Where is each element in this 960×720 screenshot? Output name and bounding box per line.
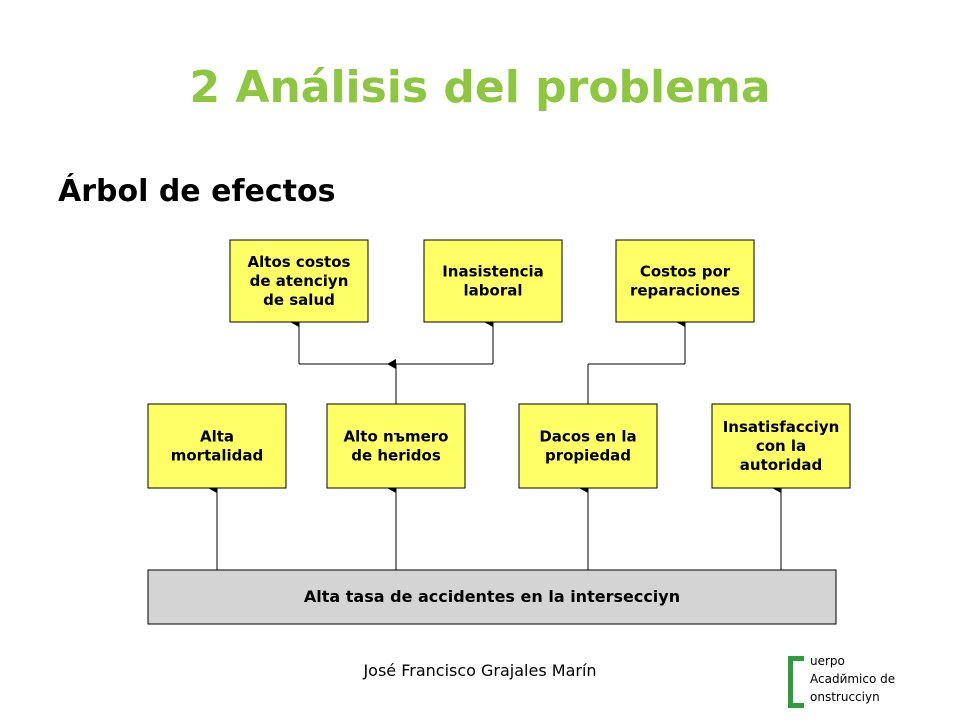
effect-mid-4-box [711, 403, 851, 489]
effect-top-2-label-line: Inasistencia [442, 263, 544, 281]
institution-logo: uerpo Acadйmico de onstrucciyn [788, 654, 908, 714]
effect-top-1-label-line: Altos costos [248, 253, 351, 271]
logo-line-1: uerpo [810, 654, 845, 668]
effect-top-2-box [423, 239, 563, 323]
slide-subtitle: Árbol de efectos [58, 174, 336, 209]
effect-top-1-label-line: de salud [263, 291, 335, 309]
effect-top-1-box [229, 239, 369, 323]
effect-top-3-box [615, 239, 755, 323]
effect-mid-3-box [518, 403, 658, 489]
effect-top-3-label-line: Costos por [640, 263, 731, 281]
effect-mid-1-label-line: Alta [200, 428, 234, 446]
root-problem-box [147, 569, 837, 625]
effect-top-3-label-line: reparaciones [630, 282, 740, 300]
slide-title: 2 Análisis del problema [189, 62, 771, 113]
effect-top-1-label-line: de atenciyn [250, 272, 349, 290]
logo-line-2: Acadйmico de [810, 672, 896, 686]
effect-mid-1-box [147, 403, 287, 489]
effect-top-2-label-line: laboral [464, 282, 523, 300]
connectors [208, 317, 782, 570]
logo-line-3: onstrucciyn [810, 690, 880, 704]
effect-mid-4-label-line: Insatisfacciyn [723, 418, 840, 436]
effect-mid-1-label-line: mortalidad [171, 447, 264, 465]
effect-mid-2-box [326, 403, 466, 489]
root-problem: Alta tasa de accidentes en la intersecci… [147, 569, 837, 625]
logo-bracket-icon [788, 656, 804, 708]
effect-mid-2-label-line: de heridos [351, 447, 441, 465]
author-name: José Francisco Grajales Marín [363, 661, 597, 680]
effect-mid-3-label-line: Dacos en la [539, 428, 636, 446]
effect-mid-4-label-line: autoridad [740, 456, 822, 474]
effect-mid-2-label-line: Alto nъmero [344, 428, 449, 446]
effect-mid-3-label-line: propiedad [545, 447, 631, 465]
effect-mid-4-label-line: con la [756, 437, 806, 455]
root-problem-label-line: Alta tasa de accidentes en la intersecci… [304, 587, 680, 606]
